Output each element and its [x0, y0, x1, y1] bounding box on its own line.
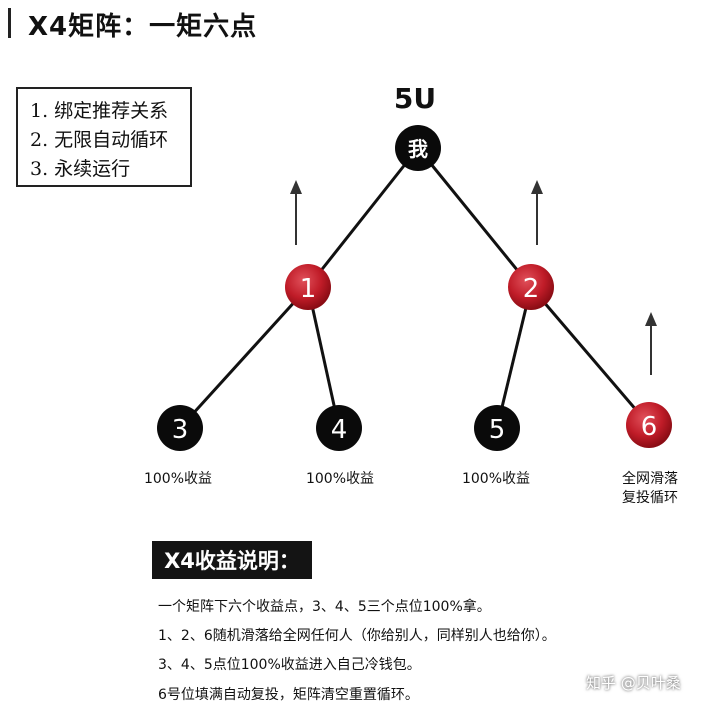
- node-2: 2: [508, 264, 554, 310]
- node-4-caption: 100%收益: [305, 471, 375, 487]
- rule-item: 3. 永续运行: [30, 158, 131, 180]
- root-amount-label: 5U: [393, 82, 437, 115]
- node-5-label: 5: [489, 415, 506, 445]
- edge-n1-n3: [178, 285, 310, 430]
- matrix-tree-diagram: 我 1 2 3 4 5 6: [157, 125, 672, 451]
- node-1-label: 1: [300, 274, 317, 304]
- root-node: 我: [395, 125, 441, 171]
- node-4-label: 4: [331, 415, 348, 445]
- rule-item: 2. 无限自动循环: [30, 129, 169, 151]
- node-4: 4: [316, 405, 362, 451]
- watermark: 知乎 @贝叶桑: [586, 674, 681, 692]
- edge-n2-n5: [495, 286, 533, 429]
- edge-n1-n4: [306, 286, 341, 429]
- title-accent-bar: [8, 8, 11, 38]
- node-5: 5: [474, 405, 520, 451]
- up-arrow-icon: [531, 180, 543, 245]
- info-title: X4收益说明：: [152, 541, 312, 579]
- node-1: 1: [285, 264, 331, 310]
- node-6-label: 6: [641, 412, 658, 442]
- edge-root-n1: [306, 147, 420, 288]
- node-3-caption: 100%收益: [143, 471, 213, 487]
- node-3-label: 3: [172, 415, 189, 445]
- info-line: 3、4、5点位100%收益进入自己冷钱包。: [158, 657, 421, 673]
- node-5-caption: 100%收益: [461, 471, 531, 487]
- rules-box: 1. 绑定推荐关系 2. 无限自动循环 3. 永续运行: [16, 87, 192, 187]
- info-line: 6号位填满自动复投，矩阵清空重置循环。: [158, 687, 419, 703]
- rule-item: 1. 绑定推荐关系: [30, 100, 169, 122]
- edge-n2-n6: [529, 286, 651, 426]
- info-line: 一个矩阵下六个收益点，3、4、5三个点位100%拿。: [158, 599, 491, 615]
- info-line: 1、2、6随机滑落给全网任何人（你给别人，同样别人也给你）。: [158, 628, 556, 644]
- up-arrow-icon: [290, 180, 302, 245]
- node-6-caption-line1: 全网滑落: [622, 471, 678, 487]
- node-2-label: 2: [523, 274, 540, 304]
- node-3: 3: [157, 405, 203, 451]
- edge-root-n2: [416, 147, 533, 288]
- node-6-caption-line2: 复投循环: [622, 490, 678, 506]
- node-6: 6: [626, 402, 672, 448]
- up-arrow-icon: [645, 312, 657, 375]
- root-node-label: 我: [408, 137, 428, 161]
- page-title: X4矩阵：一矩六点: [28, 12, 258, 42]
